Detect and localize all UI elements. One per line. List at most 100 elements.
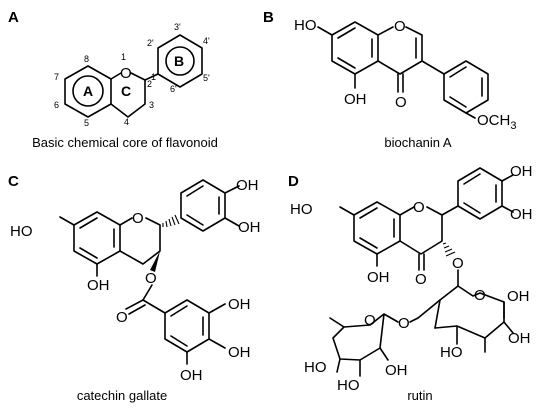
glucose-hydroxyl-1-label: OH	[507, 288, 530, 305]
hashed-bond-c2	[162, 214, 180, 228]
gallate-double-bond-1	[170, 305, 188, 317]
bond-3prime-oh	[501, 174, 514, 182]
bond-4prime-oh	[224, 217, 240, 227]
panel-c-caption: catechin gallate	[77, 388, 167, 403]
ring-a-double-bond-1	[359, 207, 378, 219]
bond-c8a-o	[119, 217, 133, 226]
panel-d-label: D	[288, 173, 299, 190]
glycosidic-oxygen-label: O	[452, 255, 464, 272]
bond-methoxy	[465, 112, 476, 119]
bond-7-oh	[339, 206, 355, 216]
bond-gallate-oh-2	[208, 338, 226, 349]
position-7: 7	[54, 72, 59, 82]
bond-4prime-oh	[501, 205, 514, 213]
position-4: 4	[124, 117, 129, 127]
hydroxyl-5-label: OH	[367, 269, 390, 286]
glucose-ring-oxygen-label: O	[474, 287, 486, 304]
hydroxyl-3prime-label: OH	[236, 177, 259, 194]
ring-oxygen-label: O	[413, 199, 425, 216]
ring-oxygen-label: O	[120, 65, 132, 82]
bond-c8a-o	[377, 26, 394, 36]
bond-c2-c1prime	[144, 73, 159, 81]
position-3: 3	[149, 100, 154, 110]
ring-a-double-bond-3	[79, 247, 98, 259]
panel-c: C	[8, 173, 261, 403]
rhamnose-oh-bond-3	[379, 347, 389, 361]
panel-d: D	[288, 163, 533, 403]
ring-c-bonds	[110, 72, 146, 118]
glucose-hydroxyl-3-label: HO	[440, 344, 463, 361]
methoxy-label: OCH3	[477, 112, 516, 132]
ring-c-label: C	[121, 83, 131, 99]
glucose-bond-c5	[439, 285, 459, 301]
position-6prime: 6'	[170, 84, 177, 94]
bond-c8a-o	[399, 206, 415, 216]
catechin-gallate-structure: HO O OH OH O OH O OH OH OH	[10, 177, 261, 384]
ester-oxygen-label: O	[145, 270, 157, 287]
ring-b-double-bond-3	[449, 96, 467, 108]
ring-a-hexagon	[331, 21, 379, 75]
hydroxyl-5-label: OH	[344, 91, 367, 108]
panel-b: B HO OH O O OCH3	[263, 9, 516, 150]
gallate-hydroxyl-2-label: OH	[228, 344, 251, 361]
bond-c3-c1prime	[421, 60, 445, 75]
biochanin-a-structure: HO OH O O OCH3	[294, 17, 516, 132]
hydroxyl-7-label: HO	[10, 223, 33, 240]
hydroxyl-4prime-label: OH	[510, 206, 533, 223]
rhamnose-ring-oxygen-label: O	[364, 312, 376, 329]
wedge-bond-c3-o	[150, 251, 160, 272]
position-8: 8	[84, 54, 89, 64]
hydroxyl-7-label: HO	[294, 17, 317, 34]
bond-3prime-oh	[224, 185, 240, 194]
hydroxyl-4prime-label: OH	[238, 219, 261, 236]
ring-a-double-bond-3	[337, 57, 356, 69]
ring-c-bonds	[399, 206, 443, 255]
carbonyl-oxygen-label: O	[116, 309, 128, 326]
panel-b-caption: biochanin A	[384, 135, 452, 150]
ring-a-double-bond-3	[359, 237, 378, 249]
panel-a: A O A C B 1 2 3 4 5 6 7 8 1' 2' 3' 4' 5'	[8, 9, 218, 150]
ring-b-double-bond-3	[463, 202, 481, 214]
carbonyl-bond-2	[128, 304, 146, 315]
ring-a-label: A	[83, 83, 93, 99]
ring-b-double-bond-1	[463, 173, 481, 185]
bond-gallate-oh-1	[208, 303, 226, 314]
hydroxyl-3prime-label: OH	[510, 163, 533, 180]
ketone-oxygen-label: O	[415, 271, 427, 288]
hashed-bond-c3-o	[442, 242, 456, 257]
ring-b-double-bond-1	[449, 66, 467, 78]
panel-d-caption: rutin	[407, 388, 432, 403]
ring-oxygen-label: O	[132, 210, 144, 227]
bond-o-carbonyl	[142, 284, 153, 301]
glucose-oh-bond-2	[503, 321, 514, 334]
position-5: 5	[84, 118, 89, 128]
position-2prime: 2'	[147, 38, 154, 48]
ring-b-hexagon	[157, 34, 203, 88]
ring-oxygen-label: O	[394, 18, 406, 35]
panel-a-label: A	[8, 9, 19, 26]
position-1prime: 1'	[151, 72, 158, 82]
ring-b-double-bond-3	[186, 214, 204, 226]
ring-a-double-bond-1	[79, 217, 98, 229]
ring-b-hexagon	[443, 60, 489, 114]
flavonoid-core-structure: O A C B 1 2 3 4 5 6 7 8 1' 2' 3' 4' 5' 6…	[54, 22, 210, 128]
rhamnose-hydroxyl-2-label: OH	[385, 362, 408, 379]
panel-b-label: B	[263, 9, 274, 26]
glucose-bond-c6	[434, 299, 441, 329]
bond-7-oh	[317, 26, 333, 36]
gallate-hydroxyl-3-label: OH	[180, 367, 203, 384]
position-5prime: 5'	[203, 73, 210, 83]
ring-b-aromatic-circle	[165, 46, 195, 76]
ring-a-hexagon	[73, 211, 121, 265]
glucose-ch2-bond	[409, 299, 441, 323]
linking-oxygen-label: O	[398, 315, 410, 332]
bond-c2-c1prime	[441, 205, 459, 216]
position-4prime: 4'	[203, 36, 210, 46]
glucose-hydroxyl-2-label: OH	[508, 330, 531, 347]
rhamnose-hydroxyl-1-label: HO	[304, 359, 327, 376]
position-6: 6	[54, 100, 59, 110]
rhamnose-oh-bond-1	[336, 358, 341, 373]
hydroxyl-5-label: OH	[87, 277, 110, 294]
